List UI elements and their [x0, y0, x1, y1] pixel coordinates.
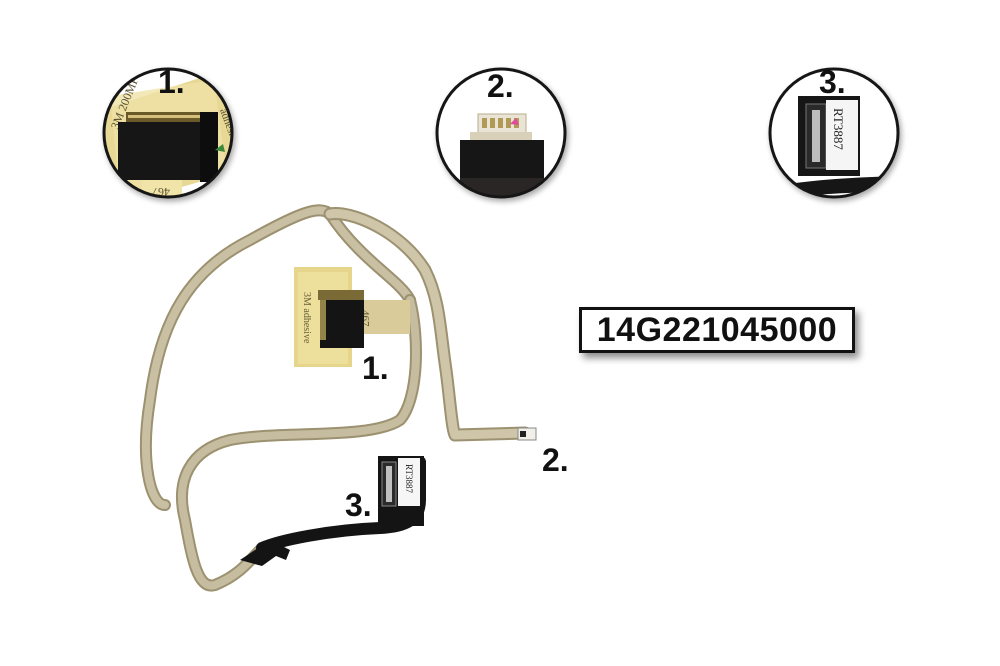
- zoom-2-number: 2.: [487, 68, 514, 104]
- zoom-1-number: 1.: [158, 64, 185, 100]
- connector-3-label: RT3887: [404, 464, 414, 493]
- cable-2-number: 2.: [542, 442, 569, 478]
- part-number-box: 14G221045000: [579, 307, 855, 353]
- cable-1-number: 1.: [362, 350, 389, 386]
- svg-text:467: 467: [152, 185, 170, 199]
- part-number: 14G221045000: [596, 310, 838, 349]
- zoom-circle-2: [435, 67, 567, 199]
- zoom-circle-3: RT3887: [768, 67, 900, 199]
- svg-text:RT3887: RT3887: [831, 108, 846, 150]
- connector-2: [517, 427, 537, 441]
- svg-text:3M adhesive: 3M adhesive: [301, 292, 312, 344]
- zoom-3-number: 3.: [819, 64, 846, 100]
- connector-1: 3M adhesive 467: [294, 267, 410, 367]
- cable-3-number: 3.: [345, 487, 372, 523]
- lvds-cable: [140, 204, 532, 592]
- connector-3: [378, 456, 424, 526]
- zoom-circle-1: 3M 200MP adhesive 467: [102, 67, 234, 199]
